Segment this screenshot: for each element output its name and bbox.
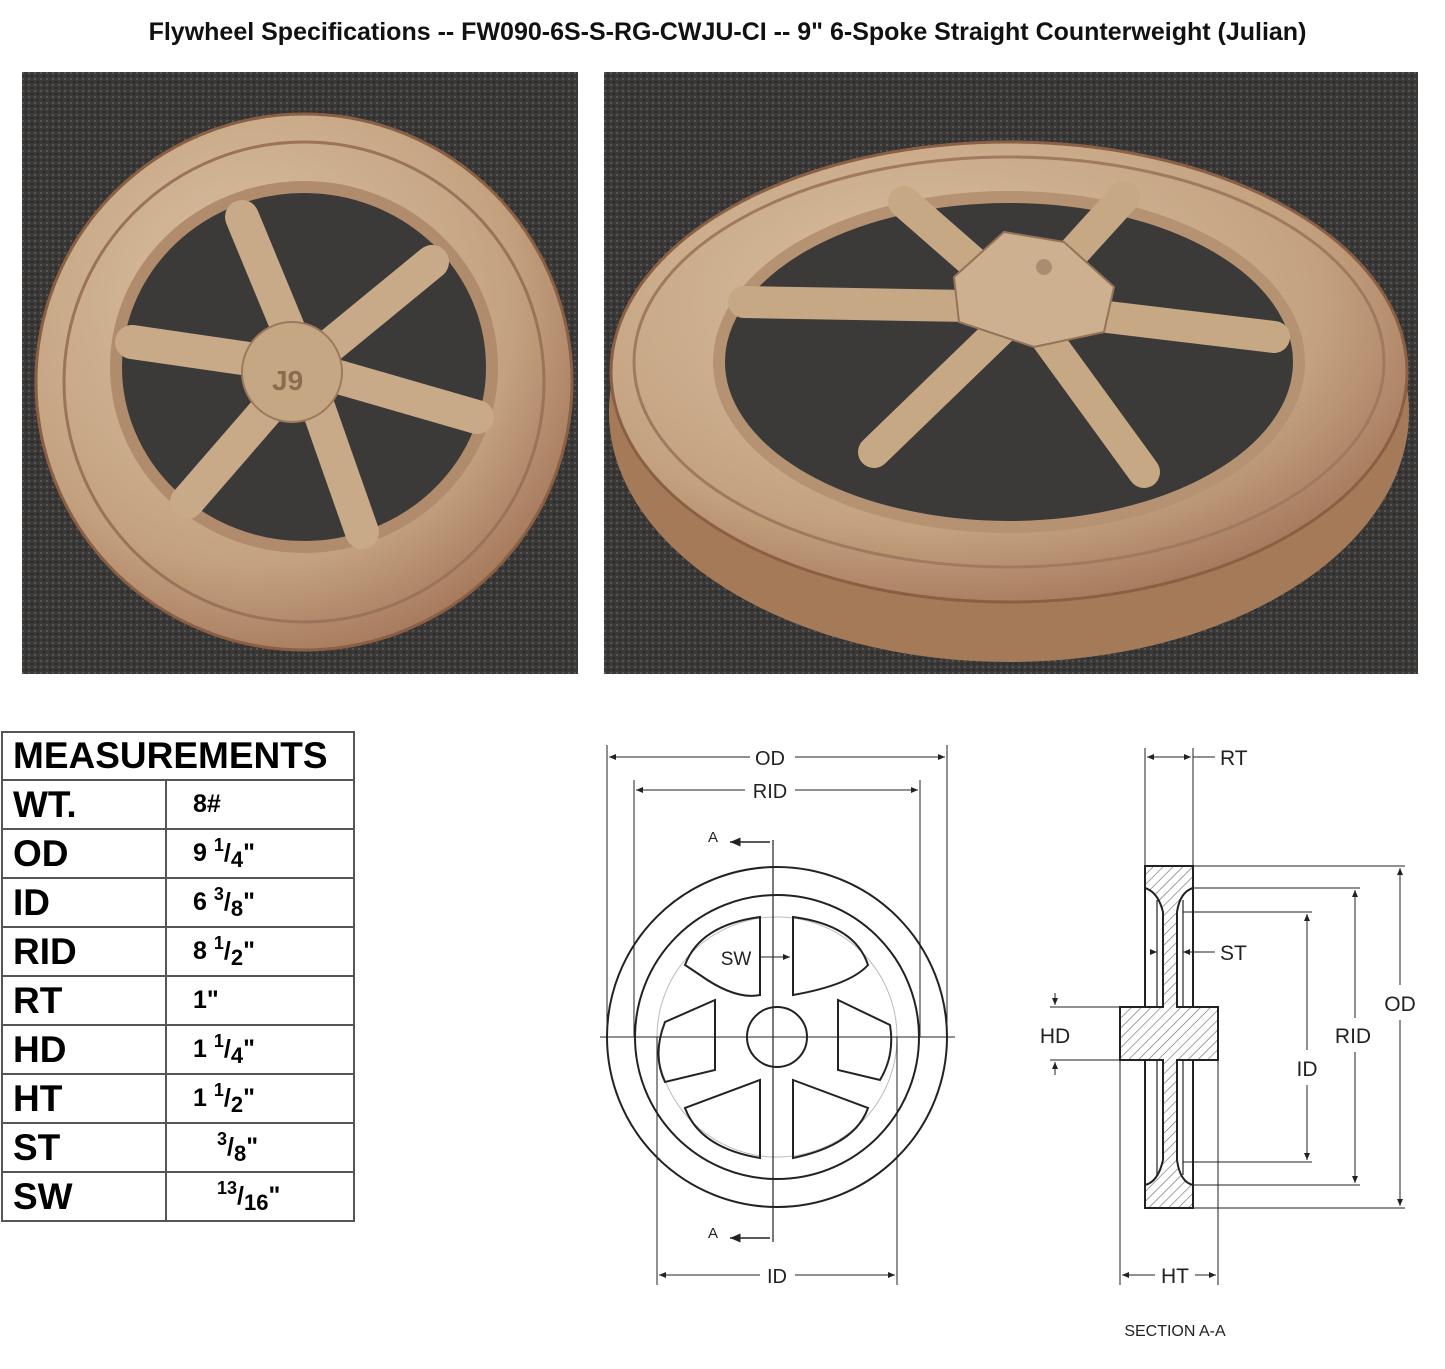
measurements-header: MEASUREMENTS [1, 731, 355, 781]
section-ht-label: HT [1161, 1265, 1189, 1288]
row-value: 6 38" [165, 877, 355, 928]
front-rid-label: RID [753, 781, 787, 803]
measurements-table: MEASUREMENTS WT.8# OD9 14" ID6 38" RID8 … [1, 731, 355, 1222]
row-label: ST [1, 1122, 167, 1173]
row-value: 1" [165, 975, 355, 1026]
table-row: HT1 12" [1, 1073, 355, 1124]
front-sw-label: SW [721, 949, 752, 970]
hub-marking: J9 [272, 365, 303, 396]
row-label: HT [1, 1073, 167, 1124]
section-caption: SECTION A-A [1124, 1323, 1226, 1340]
front-id-label: ID [767, 1266, 787, 1288]
row-value: 8# [165, 779, 355, 830]
table-row: SW1316" [1, 1171, 355, 1222]
row-label: HD [1, 1024, 167, 1075]
section-mark-top: A [708, 829, 718, 846]
row-value: 9 14" [165, 828, 355, 879]
row-label: RT [1, 975, 167, 1026]
section-rt-label: RT [1220, 747, 1248, 770]
table-row: ST38" [1, 1122, 355, 1173]
section-hd-label: HD [1040, 1025, 1070, 1048]
flywheel-photo-angled [604, 72, 1418, 674]
section-od-label: OD [1384, 993, 1416, 1016]
table-row: ID6 38" [1, 877, 355, 928]
table-row: HD1 14" [1, 1024, 355, 1075]
section-id-label: ID [1297, 1058, 1318, 1081]
section-mark-bottom: A [708, 1225, 718, 1242]
row-label: SW [1, 1171, 167, 1222]
row-value: 1 12" [165, 1073, 355, 1124]
table-row: WT.8# [1, 779, 355, 830]
row-label: ID [1, 877, 167, 928]
table-row: OD9 14" [1, 828, 355, 879]
flywheel-photo-front: J9 [22, 72, 578, 674]
front-view [600, 745, 955, 1285]
row-value: 38" [165, 1122, 355, 1173]
row-value: 8 12" [165, 926, 355, 977]
section-st-label: ST [1220, 942, 1247, 965]
row-label: OD [1, 828, 167, 879]
row-value: 1316" [165, 1171, 355, 1222]
row-value: 1 14" [165, 1024, 355, 1075]
page-title: Flywheel Specifications -- FW090-6S-S-RG… [148, 18, 1307, 46]
row-label: WT. [1, 779, 167, 830]
front-od-label: OD [755, 748, 785, 770]
section-rid-label: RID [1335, 1025, 1371, 1048]
row-label: RID [1, 926, 167, 977]
section-view [1050, 748, 1405, 1285]
